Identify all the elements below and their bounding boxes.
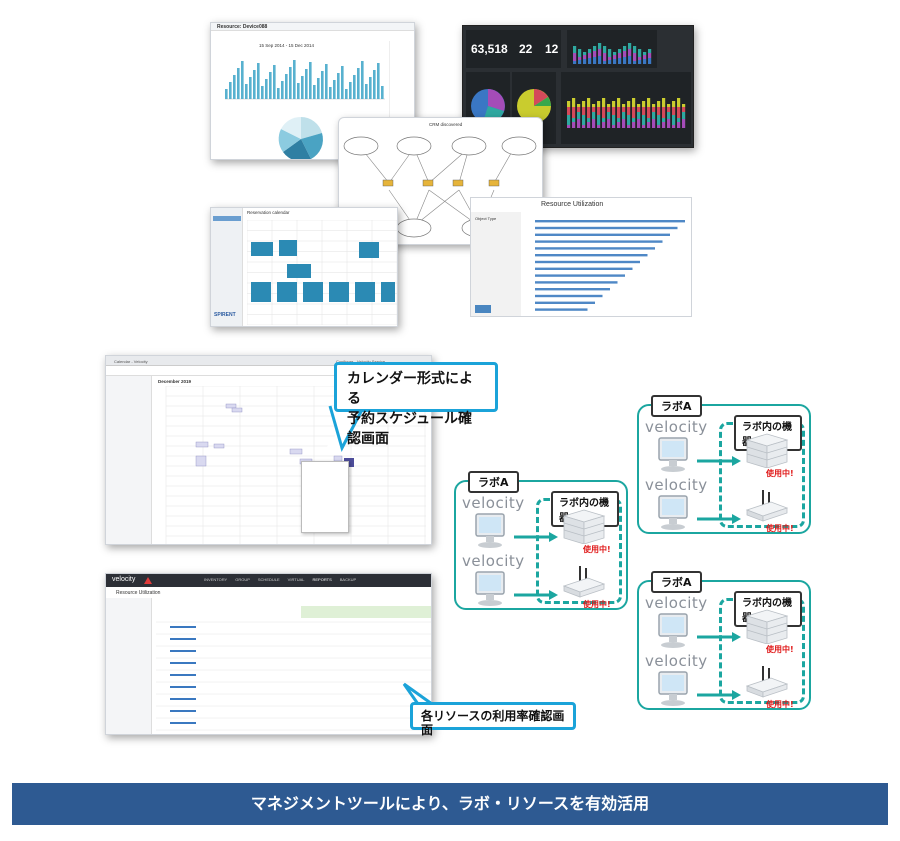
resource-title: Resource: Device088 [217,24,268,30]
utilization-callout: 各リソースの利用率確認画面 [410,702,576,737]
dark-stacked-chart-top [567,30,657,68]
utilization-callout-pointer [402,682,433,706]
velocity-logo-small: velocity [112,576,136,583]
velocity-logo: velocity [645,594,708,612]
topology-title: CRM discovered [429,122,463,127]
stat-third: 12 [545,42,559,56]
utilization-bar-chart [225,60,385,100]
nav-group[interactable]: GROUP [235,577,250,582]
resource-dashboard-screenshot: Resource: Device088 15 Sep 2014 - 15 Dec… [210,22,415,160]
pc-monitor-icon [658,437,688,472]
alert-icon [144,577,152,584]
spirent-logo: SPIRENT [214,312,236,318]
server-rack-icon [745,433,789,468]
velocity-logo: velocity [462,552,525,570]
stat-total: 63,518 [471,42,508,56]
velocity-logo: velocity [645,652,708,670]
pc-monitor-icon [475,513,505,548]
reservation-grid [247,220,397,325]
utilization-pie-chart [278,116,323,159]
browser-tab-calendar[interactable]: Calendar - Velocity [114,359,148,364]
nav-backup[interactable]: BACKUP [339,577,357,582]
velocity-logo: velocity [645,476,708,494]
pc-monitor-icon [475,571,505,606]
connection-arrow-icon [697,690,741,700]
nav-inventory[interactable]: INVENTORY [204,577,228,582]
in-use-badge: 使用中! [583,600,611,609]
object-type-label: Object Type [475,216,497,221]
connection-arrow-icon [514,532,558,542]
lab-panel-left: ラボA velocity velocity ラボ内の機器 [454,471,628,610]
pc-monitor-icon [658,495,688,530]
velocity-logo: velocity [645,418,708,436]
in-use-badge: 使用中! [766,524,794,533]
router-icon [562,566,606,598]
dark-stacked-chart-bottom [561,72,691,144]
browser-tab-configure[interactable]: Configure - Velocity Service [336,359,385,364]
velocity-logo: velocity [462,494,525,512]
calendar-month: December 2019 [158,379,192,384]
resource-utilization-small-title: Resource Utilization [541,201,604,208]
calendar-callout-pointer [326,402,366,453]
utilization-table-grid [156,606,431,731]
reservation-title: Reservation calendar [247,210,290,215]
router-icon [745,666,789,698]
connection-arrow-icon [514,590,558,600]
in-use-badge: 使用中! [766,700,794,709]
lab-title: ラボA [468,471,519,493]
reservation-popup [301,461,349,533]
util-table-title: Resource Utilization [116,590,161,596]
connection-arrow-icon [697,456,741,466]
in-use-badge: 使用中! [583,545,611,554]
nav-virtual[interactable]: VIRTUAL [287,577,305,582]
in-use-badge: 使用中! [766,645,794,654]
resource-utilization-small-screenshot: Resource Utilization Object Type [470,197,692,317]
router-icon [745,490,789,522]
date-range: 15 Sep 2014 - 15 Dec 2014 [259,43,315,48]
reservation-screenshot: Reservation calendar SPIRENT [210,207,398,327]
utilization-hbar-chart [535,220,685,311]
footer-banner: マネジメントツールにより、ラボ・リソースを有効活用 [12,783,888,825]
apply-button[interactable] [475,305,491,313]
pc-monitor-icon [658,613,688,648]
calendar-callout: カレンダー形式による 予約スケジュール確認画面 [334,362,498,447]
nav-reports[interactable]: REPORTS [312,577,332,582]
connection-arrow-icon [697,632,741,642]
lab-panel-bottom-right: ラボA velocity velocity ラボ内の機器 [637,571,811,710]
server-rack-icon [745,609,789,644]
in-use-badge: 使用中! [766,469,794,478]
lab-title: ラボA [651,395,702,417]
connection-arrow-icon [697,514,741,524]
pc-monitor-icon [658,671,688,706]
lab-title: ラボA [651,571,702,593]
utilization-table-screenshot: velocity INVENTORY GROUP SCHEDULE VIRTUA… [105,573,432,735]
server-rack-icon [562,509,606,544]
lab-panel-top-right: ラボA velocity velocity ラボ内の機器 [637,395,811,534]
nav-schedule[interactable]: SCHEDULE [257,577,280,582]
stat-second: 22 [519,42,533,56]
